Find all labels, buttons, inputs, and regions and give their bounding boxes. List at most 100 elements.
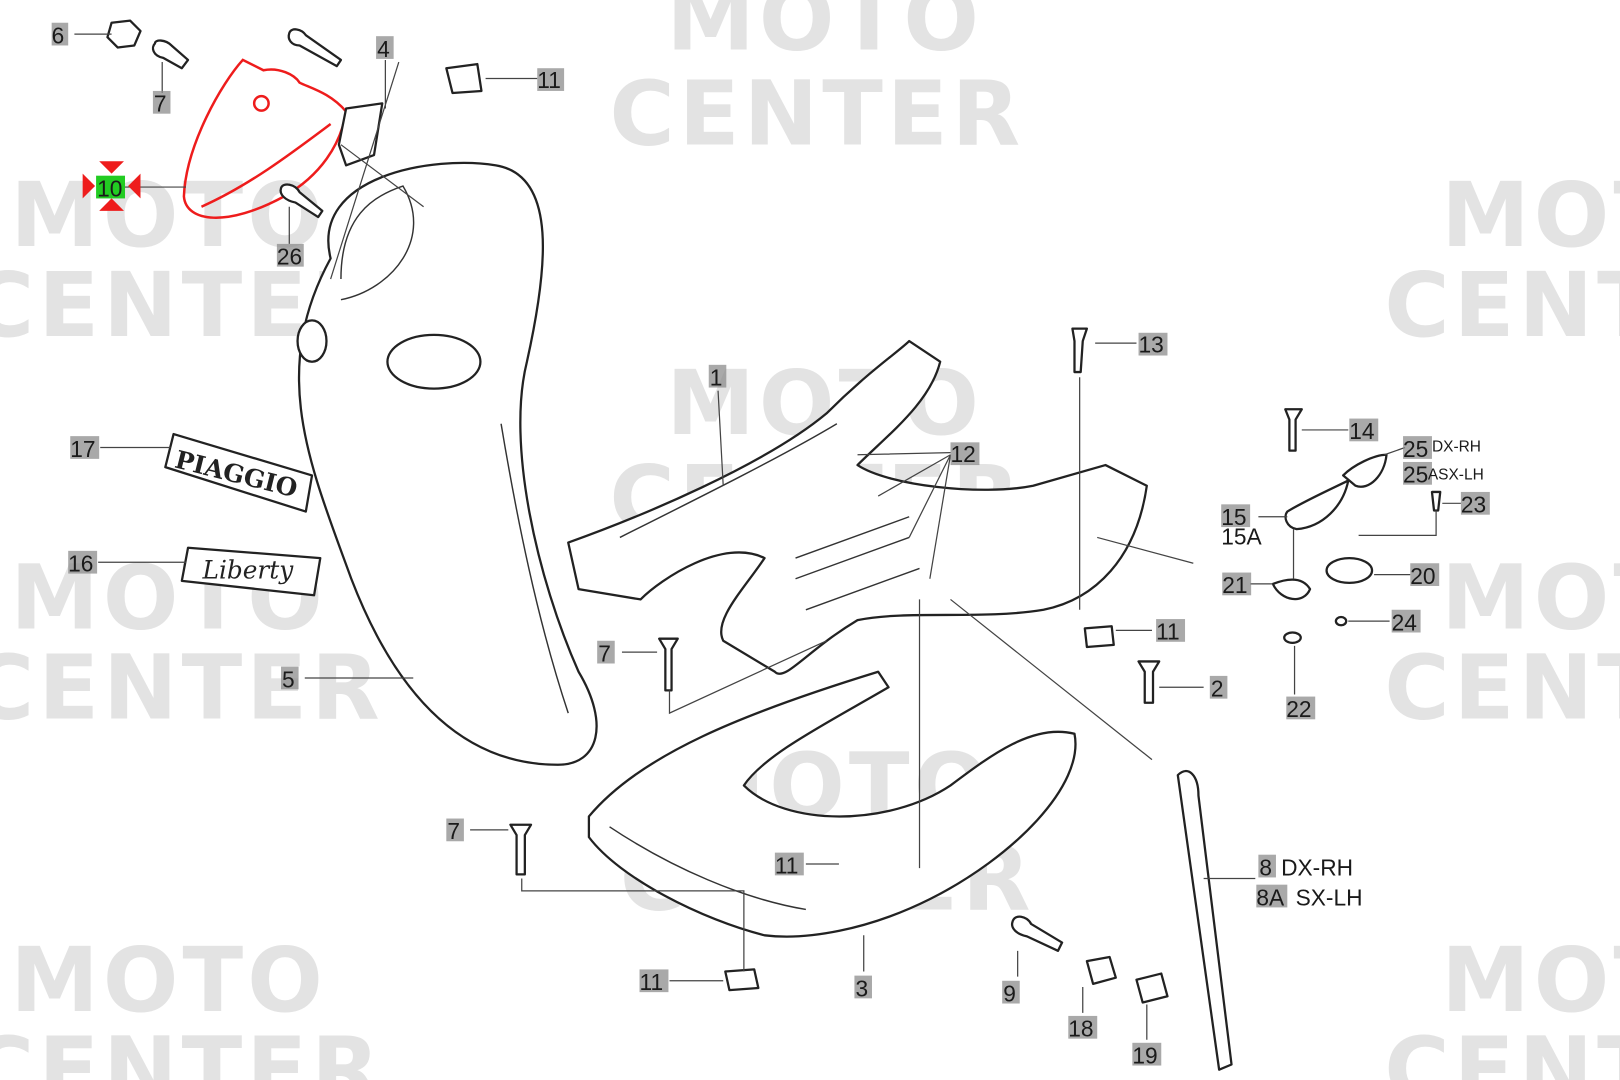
label-4[interactable]: 4 — [376, 36, 394, 62]
label-text: 1 — [710, 364, 723, 390]
leader-lines — [74, 33, 1461, 1040]
liberty-badge[interactable]: Liberty — [180, 546, 322, 597]
part-side-strip[interactable] — [1176, 769, 1233, 1071]
clip-11b[interactable] — [1083, 625, 1115, 649]
screw-2[interactable] — [1137, 660, 1161, 704]
label-22[interactable]: 22 — [1286, 696, 1316, 722]
label-text: 9 — [1003, 980, 1016, 1006]
label-21[interactable]: 21 — [1222, 572, 1252, 598]
label-12[interactable]: 12 — [950, 441, 980, 467]
label-suffix: ASX-LH — [1428, 467, 1484, 484]
label-3[interactable]: 3 — [854, 975, 872, 1001]
screw-7c[interactable] — [509, 823, 533, 876]
label-10-selected[interactable]: 10 — [96, 175, 126, 201]
label-20[interactable]: 20 — [1410, 563, 1440, 589]
screw-13[interactable] — [1071, 327, 1089, 374]
screw-14[interactable] — [1284, 408, 1303, 452]
label-text: 2 — [1211, 676, 1224, 702]
label-7b[interactable]: 7 — [597, 640, 615, 666]
clip-11[interactable] — [445, 62, 483, 95]
label-5[interactable]: 5 — [281, 666, 299, 692]
vent-grille — [296, 319, 328, 363]
label-11[interactable]: 11 — [537, 67, 565, 93]
label-23[interactable]: 23 — [1460, 492, 1490, 518]
label-7[interactable]: 7 — [152, 91, 171, 117]
screw-26[interactable] — [279, 183, 324, 219]
nut-6[interactable] — [106, 19, 142, 49]
footrest-15[interactable] — [1284, 479, 1350, 531]
label-16[interactable]: 16 — [68, 551, 98, 577]
label-text: 12 — [951, 441, 976, 467]
screw-9[interactable] — [1010, 915, 1064, 952]
watermark-text: MOTO — [10, 164, 327, 267]
label-1[interactable]: 1 — [708, 364, 727, 390]
pivot-21[interactable] — [1271, 578, 1312, 601]
headlight-grille — [386, 333, 482, 390]
label-18[interactable]: 18 — [1068, 1016, 1098, 1042]
label-text: 3 — [855, 975, 868, 1001]
pad-20[interactable] — [1325, 556, 1374, 585]
spacer-18[interactable] — [1085, 955, 1117, 986]
label-text: 11 — [640, 969, 664, 995]
label-text: 8A — [1256, 884, 1285, 910]
piaggio-badge[interactable]: PIAGGIO — [164, 432, 314, 513]
label-17[interactable]: 17 — [70, 436, 100, 462]
label-text: 5 — [282, 666, 295, 692]
label-text: 7 — [447, 818, 460, 844]
label-26[interactable]: 26 — [276, 244, 304, 270]
part-front-fender-selected[interactable] — [182, 58, 348, 219]
screw-7b[interactable] — [658, 637, 679, 692]
clip-19[interactable] — [1135, 972, 1169, 1004]
label-suffix: DX-RH — [1432, 439, 1481, 456]
label-text: 21 — [1222, 572, 1247, 598]
part-underpan[interactable] — [587, 670, 1077, 938]
label-text: 26 — [277, 244, 302, 270]
label-24[interactable]: 24 — [1391, 609, 1421, 635]
label-text: 11 — [537, 67, 561, 93]
watermark-text: CENTER — [610, 63, 1025, 166]
label-text: 11 — [775, 852, 799, 878]
label-text: 25 — [1403, 436, 1428, 462]
label-text: 18 — [1068, 1016, 1093, 1042]
label-2[interactable]: 2 — [1209, 676, 1228, 702]
label-text: 7 — [598, 640, 611, 666]
watermark-text: CENTER — [0, 636, 384, 739]
watermark-text: CENTER — [1384, 1019, 1620, 1080]
watermark-text: MOTO — [1441, 929, 1620, 1032]
label-14[interactable]: 14 — [1349, 418, 1379, 444]
label-text: 15A — [1221, 524, 1262, 550]
screw-7[interactable] — [151, 39, 190, 70]
watermark-text: CENTER — [1384, 254, 1620, 357]
clip-11d[interactable] — [724, 968, 760, 992]
hardware — [106, 19, 1442, 1004]
part-leg-shield[interactable] — [296, 161, 598, 766]
label-text: 4 — [377, 36, 390, 62]
label-13[interactable]: 13 — [1138, 331, 1168, 357]
part-footboard[interactable] — [567, 339, 1148, 675]
washer-22[interactable] — [1283, 631, 1302, 644]
label-text: 7 — [154, 91, 167, 117]
label-text: 19 — [1132, 1042, 1157, 1068]
label-11c[interactable]: 11 — [774, 852, 804, 878]
watermark-text: CENTER — [1384, 636, 1620, 739]
label-text: 17 — [70, 436, 95, 462]
screw[interactable] — [287, 28, 343, 68]
selection-marker-icon — [82, 161, 141, 211]
screw-23[interactable] — [1430, 490, 1442, 512]
clip-24[interactable] — [1334, 615, 1348, 627]
label-7c[interactable]: 7 — [446, 818, 464, 844]
label-11b[interactable]: 11 — [1156, 619, 1186, 645]
label-11d[interactable]: 11 — [639, 969, 669, 995]
label-text: 22 — [1286, 696, 1311, 722]
cover-25[interactable] — [1341, 453, 1388, 488]
label-text: 16 — [68, 551, 93, 577]
label-19[interactable]: 19 — [1132, 1042, 1162, 1068]
label-9[interactable]: 9 — [1002, 980, 1020, 1006]
label-text: 20 — [1410, 563, 1435, 589]
label-6[interactable]: 6 — [51, 22, 69, 48]
